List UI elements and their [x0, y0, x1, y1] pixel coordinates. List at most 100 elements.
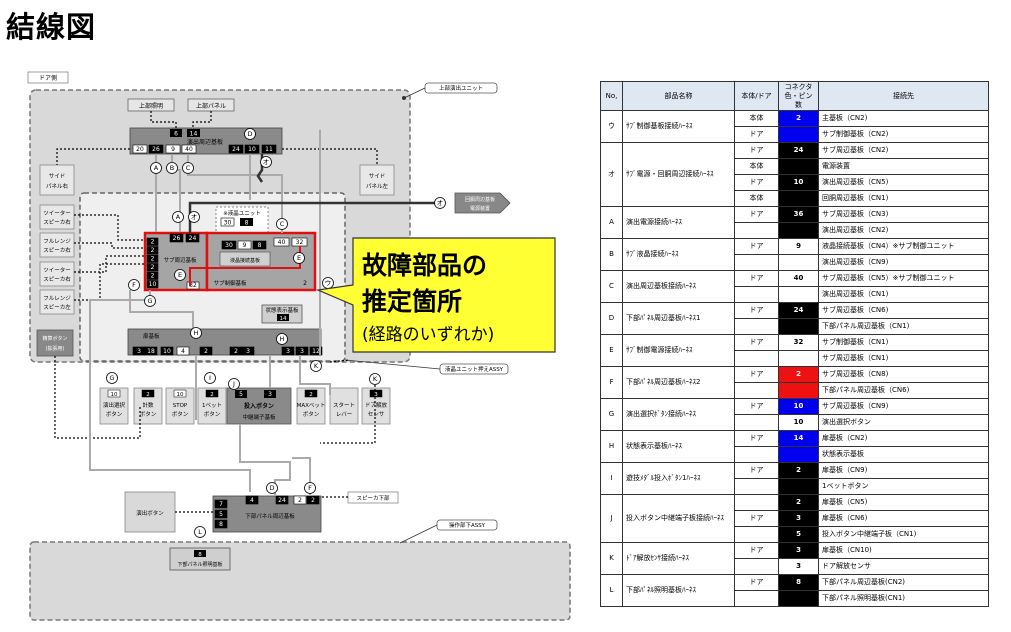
route-label: H: [194, 329, 199, 337]
cell-body-door: [734, 526, 779, 543]
cell-no: D: [600, 302, 623, 335]
sc-pin: 32: [296, 239, 304, 246]
cell-body-door: ドア: [734, 142, 779, 159]
cell-connector: 2: [778, 462, 819, 479]
side-panel-right: サイドパネル右: [46, 173, 69, 190]
route-label: H: [280, 335, 285, 343]
cell-body-door: ドア: [734, 510, 779, 527]
upper-panel: 上部パネル: [196, 102, 226, 110]
table-row: 本体 回胴周辺基板（CN1): [601, 190, 989, 207]
cell-part-name: ｻﾌﾞ液晶接続ﾊｰﾈｽ: [622, 238, 735, 271]
upper-light: 上部照明: [139, 102, 163, 110]
effect-peripheral-board: 演出周辺基板: [187, 138, 223, 146]
route-label: F: [132, 281, 136, 289]
cell-no: H: [600, 430, 623, 463]
cell-body-door: [734, 558, 779, 575]
cell-destination: サブ周辺基板（CN5）※サブ制御ユニット: [818, 270, 989, 287]
door-pin: 3: [300, 348, 304, 355]
table-row: 演出周辺基板（CN2): [601, 222, 989, 239]
cell-destination: サブ周辺基板（CN6): [818, 302, 989, 319]
header-destination: 接続先: [818, 81, 989, 111]
sp-pin: 10: [149, 281, 157, 288]
pin-upper-panel: 14: [190, 131, 198, 138]
cell-destination: 主基板（CN2): [818, 110, 989, 127]
cell-body-door: ドア: [734, 270, 779, 287]
cell-part-name: 遊技ﾒﾀﾞﾙ投入ﾎﾞﾀﾝ1ﾊｰﾈｽ: [622, 462, 735, 495]
speaker-fullrange_lower: フルレンジスピーカ左: [43, 295, 71, 311]
cell-body-door: 本体: [734, 158, 779, 175]
button-pin: 10: [177, 392, 184, 398]
ep-pin: 26: [152, 146, 160, 153]
cell-body-door: ドア: [734, 126, 779, 143]
lp-top-pin: 2: [311, 497, 315, 504]
cell-connector: 2: [778, 494, 819, 511]
cell-destination: 扉基板（CN2): [818, 430, 989, 447]
upper-unit-label: 上部演出ユニット: [439, 84, 483, 92]
cell-no: L: [600, 574, 623, 607]
cell-connector: [778, 350, 819, 367]
button-pin: 2: [210, 392, 214, 398]
table-row: 下部パネル周辺基板（CN1): [601, 318, 989, 335]
cell-connector: 2: [778, 366, 819, 383]
door-pin: 2: [204, 348, 208, 355]
cell-destination: サブ周辺基板（CN8): [818, 366, 989, 383]
sc-pin: 40: [278, 239, 286, 246]
cell-destination: 回胴周辺基板（CN1): [818, 190, 989, 207]
cell-part-name: ﾄﾞｱ解放ｾﾝｻ接続ﾊｰﾈｽ: [622, 542, 735, 575]
lp-left-pin: 5: [219, 511, 223, 518]
cell-destination: 演出選択ボタン: [818, 414, 989, 431]
lp-top-pin: 2: [298, 497, 302, 504]
lcd-pin-30: 30: [224, 220, 232, 227]
table-row: 本体電源装置: [601, 158, 989, 175]
route-label: D: [247, 130, 252, 138]
door-pin: 3: [286, 348, 290, 355]
cell-part-name: ｻﾌﾞ電源・回胴周辺接続ﾊｰﾈｽ: [622, 142, 735, 207]
door-pin: 3: [246, 348, 250, 355]
door-pin: 12: [312, 348, 320, 355]
header-no: No,: [600, 81, 623, 111]
cell-no: オ: [600, 142, 623, 207]
cell-body-door: ドア: [734, 366, 779, 383]
cell-connector: 9: [778, 238, 819, 255]
button-pin: 2: [146, 392, 150, 398]
insert-button: 投入ボタン: [244, 402, 274, 410]
cell-connector: 24: [778, 302, 819, 319]
cell-destination: 投入ボタン中継端子板（CN1): [818, 526, 989, 543]
cell-body-door: ドア: [734, 302, 779, 319]
cell-body-door: 本体: [734, 190, 779, 207]
cell-connector: [778, 478, 819, 495]
button-max_bet: MAXベットボタン: [297, 402, 326, 418]
cell-connector: [778, 158, 819, 175]
cell-part-name: 下部ﾊﾟﾈﾙ周辺基板ﾊｰﾈｽ2: [622, 366, 735, 399]
lower-panel-light-board: 下部パネル照明基板: [177, 561, 222, 568]
cell-no: J: [600, 494, 623, 543]
cell-destination: 演出周辺基板（CN5): [818, 174, 989, 191]
cell-destination: 扉基板（CN5): [818, 494, 989, 511]
cell-no: F: [600, 366, 623, 399]
lcd-connect-board: 液晶接続基板: [230, 257, 260, 264]
ep-pin: 20: [136, 146, 144, 153]
display-unit-label: 液晶ユニット押えASSY: [445, 365, 504, 373]
cell-part-name: ｻﾌﾞ制御電源接続ﾊｰﾈｽ: [622, 334, 735, 367]
route-label: オ: [191, 213, 198, 221]
cell-destination: 下部パネル周辺基板（CN1): [818, 318, 989, 335]
cell-no: G: [600, 398, 623, 431]
cell-body-door: ドア: [734, 238, 779, 255]
cell-connector: 3: [778, 558, 819, 575]
cell-destination: 下部パネル周辺基板(CN2): [818, 574, 989, 591]
cell-destination: 扉基板（CN9): [818, 462, 989, 479]
light-pin: 8: [198, 552, 202, 558]
lp-top-pin: 24: [278, 497, 286, 504]
cell-body-door: 本体: [734, 110, 779, 127]
cell-destination: サブ周辺基板（CN3): [818, 206, 989, 223]
route-label: C: [280, 220, 285, 228]
door-pin: 2: [234, 348, 238, 355]
door-pin: 10: [163, 348, 171, 355]
cell-connector: [778, 222, 819, 239]
sub-control-board: サブ制御基板: [213, 279, 247, 287]
cell-destination: 下部パネル照明基板(CN1): [818, 590, 989, 607]
